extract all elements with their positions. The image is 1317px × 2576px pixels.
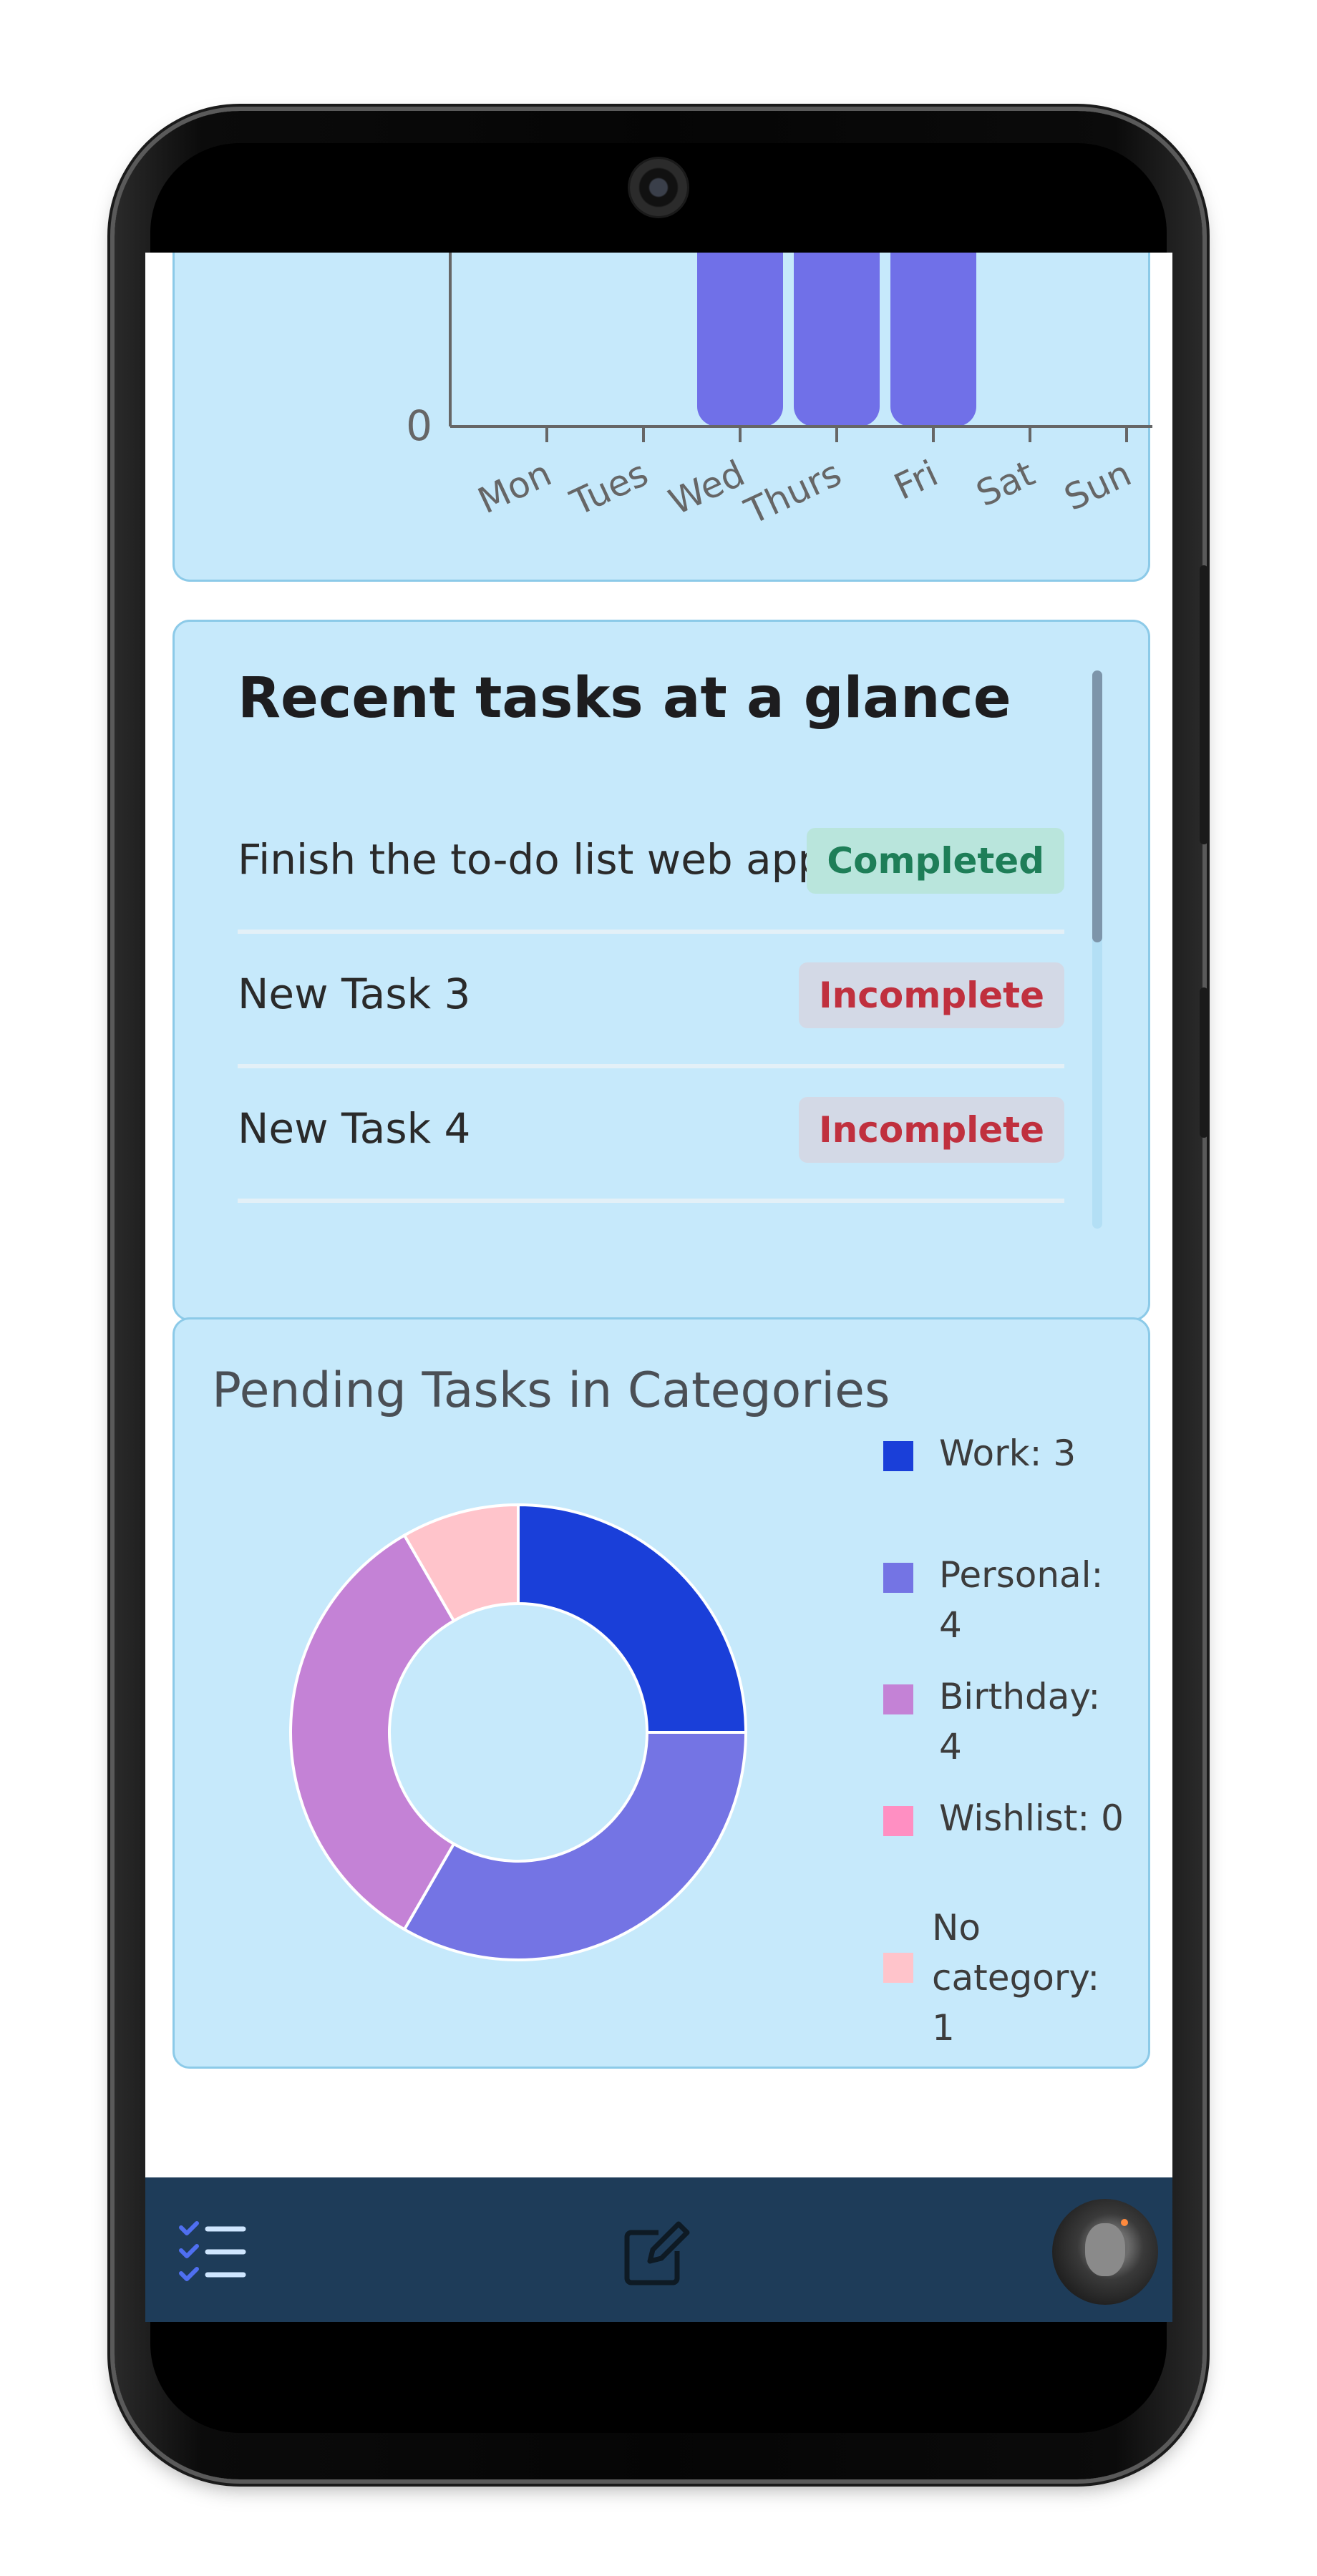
- status-badge: Incomplete: [799, 1097, 1064, 1163]
- bar-thurs: [794, 253, 880, 426]
- bar-wed: [697, 253, 783, 426]
- avatar-accent: [1121, 2219, 1128, 2226]
- task-row[interactable]: New Task 3 Incomplete: [238, 935, 1064, 1068]
- power-button: [1200, 565, 1208, 844]
- pending-categories-card: Pending Tasks in Categories Work: 3 Pers…: [172, 1317, 1150, 2069]
- x-tick-label: Wed: [663, 452, 751, 523]
- donut-chart: [289, 1503, 748, 1961]
- legend-label: Personal: 4: [939, 1554, 1104, 1646]
- x-tick-label: Tues: [564, 452, 654, 524]
- legend-label: Wishlist: 0: [939, 1797, 1124, 1839]
- status-badge: Incomplete: [799, 962, 1064, 1028]
- recent-tasks-card: Recent tasks at a glance Finish the to-d…: [172, 620, 1150, 1321]
- x-tick-label: Fri: [888, 452, 945, 508]
- profile-avatar[interactable]: [1052, 2199, 1158, 2305]
- donut-slice-personal[interactable]: [402, 1731, 748, 1961]
- recent-tasks-title: Recent tasks at a glance: [238, 666, 1011, 731]
- task-name: Finish the to-do list web app: [238, 835, 825, 884]
- legend-swatch: [883, 1953, 913, 1983]
- task-name: New Task 3: [238, 970, 471, 1018]
- status-badge: Completed: [807, 828, 1064, 894]
- y-tick-label: 0: [406, 401, 432, 450]
- tasks-scrollbar[interactable]: [1092, 670, 1102, 1229]
- x-tick-label: Sun: [1058, 452, 1137, 519]
- edit-icon[interactable]: [621, 2217, 693, 2288]
- legend-swatch: [883, 1563, 913, 1593]
- donut-slice-birthday[interactable]: [289, 1533, 456, 1932]
- legend-label: Birthday: 4: [939, 1676, 1101, 1767]
- donut-chart-title: Pending Tasks in Categories: [212, 1362, 890, 1419]
- task-row[interactable]: New Task 4 Incomplete: [238, 1070, 1064, 1203]
- legend-label: No category: 1: [932, 1907, 1100, 2049]
- legend-swatch: [883, 1684, 913, 1714]
- bar-fri: [890, 253, 976, 426]
- x-tick-label: Sat: [970, 452, 1041, 514]
- x-tick-label: Mon: [472, 452, 558, 522]
- scrollbar-thumb[interactable]: [1092, 670, 1102, 942]
- task-row[interactable]: Finish the to-do list web app Completed: [238, 801, 1064, 934]
- task-name: New Task 4: [238, 1104, 471, 1153]
- legend-label: Work: 3: [939, 1433, 1077, 1474]
- bottom-nav: [145, 2177, 1172, 2322]
- legend-swatch: [883, 1441, 913, 1471]
- front-camera: [630, 159, 687, 216]
- x-tick-label: Thurs: [738, 452, 847, 532]
- legend-swatch: [883, 1806, 913, 1836]
- avatar-face: [1085, 2223, 1125, 2276]
- volume-button: [1200, 987, 1208, 1138]
- task-list-icon[interactable]: [178, 2220, 249, 2285]
- donut-slice-work[interactable]: [517, 1503, 748, 1734]
- donut-slice-no-category[interactable]: [402, 1503, 520, 1623]
